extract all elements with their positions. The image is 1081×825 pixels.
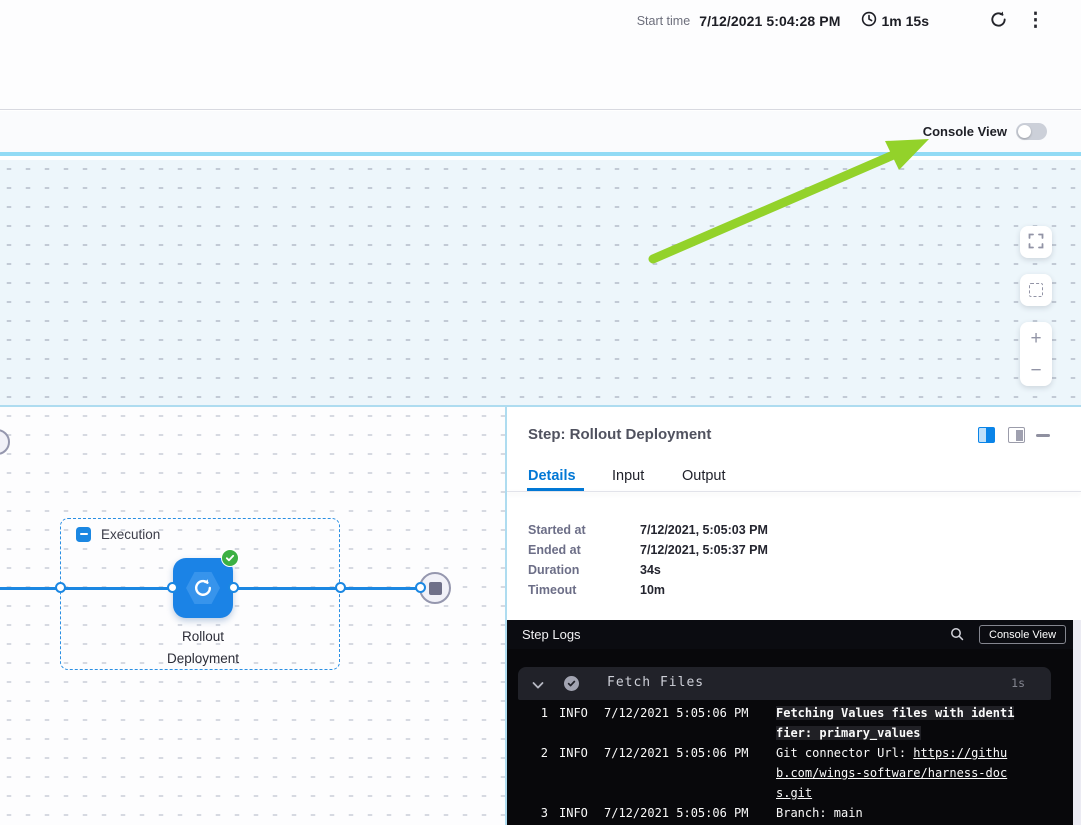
tab-input[interactable]: Input bbox=[612, 468, 645, 484]
tabs-divider bbox=[507, 491, 1081, 492]
execution-group-label: Execution bbox=[101, 527, 161, 542]
hexagon-shape bbox=[186, 572, 220, 604]
connector-dot bbox=[167, 582, 178, 593]
canvas-divider-horizontal bbox=[0, 405, 1081, 407]
log-line: 1 INFO 7/12/2021 5:05:06 PM Fetching Val… bbox=[534, 703, 1044, 743]
start-time-label: Start time bbox=[636, 14, 691, 28]
kebab-menu-icon: ⋮ bbox=[1026, 10, 1045, 31]
panel-minimize-button[interactable] bbox=[1036, 434, 1050, 437]
console-view-toggle[interactable] bbox=[1016, 123, 1047, 140]
log-message: Fetching Values files with identifier: p… bbox=[776, 706, 1015, 740]
detail-row-timeout: Timeout 10m bbox=[528, 583, 666, 597]
section-success-icon bbox=[564, 676, 579, 691]
zoom-in-button[interactable]: + bbox=[1020, 322, 1052, 354]
layout-split-right-icon[interactable] bbox=[1008, 427, 1025, 443]
connector-dot bbox=[228, 582, 239, 593]
minus-icon: − bbox=[1030, 359, 1042, 381]
log-line: 2 INFO 7/12/2021 5:05:06 PM Git connecto… bbox=[534, 743, 1044, 803]
log-section-duration: 1s bbox=[1011, 676, 1025, 690]
panel-title: Step: Rollout Deployment bbox=[528, 426, 712, 443]
success-check-icon bbox=[221, 549, 239, 567]
stage-sub-header: Console View bbox=[0, 111, 1081, 156]
tab-output[interactable]: Output bbox=[682, 468, 726, 484]
rollout-refresh-icon bbox=[192, 577, 214, 604]
pipeline-canvas-bottom[interactable] bbox=[0, 407, 506, 825]
step-logs-title: Step Logs bbox=[522, 627, 581, 642]
step-details-panel: Step: Rollout Deployment Details Input O… bbox=[507, 407, 1081, 825]
detail-row-duration: Duration 34s bbox=[528, 563, 661, 577]
log-search-button[interactable] bbox=[950, 627, 964, 644]
fullscreen-icon bbox=[1028, 233, 1044, 252]
log-lines: 1 INFO 7/12/2021 5:05:06 PM Fetching Val… bbox=[534, 703, 1044, 823]
more-options-button[interactable]: ⋮ bbox=[1026, 11, 1045, 31]
fullscreen-button[interactable] bbox=[1020, 226, 1052, 258]
stop-icon bbox=[428, 581, 442, 595]
clock-icon bbox=[861, 11, 877, 32]
git-url-link[interactable]: https://github.com/wings-software/harnes… bbox=[776, 746, 1008, 800]
console-view-toggle-label: Console View bbox=[922, 124, 1007, 139]
panel-scroll-track bbox=[1073, 620, 1081, 825]
refresh-button[interactable] bbox=[989, 10, 1008, 32]
log-section-name: Fetch Files bbox=[607, 675, 705, 690]
connector-dot bbox=[415, 582, 426, 593]
search-icon bbox=[950, 627, 964, 644]
detail-row-started: Started at 7/12/2021, 5:05:03 PM bbox=[528, 523, 768, 537]
step-logs-header: Step Logs Console View bbox=[507, 620, 1073, 649]
zoom-controls: + − bbox=[1020, 322, 1052, 386]
zoom-to-fit-button[interactable] bbox=[1020, 274, 1052, 306]
connector-dot bbox=[55, 582, 66, 593]
active-tab-underline bbox=[527, 488, 584, 491]
tab-details[interactable]: Details bbox=[528, 468, 576, 484]
chevron-down-icon[interactable] bbox=[532, 677, 544, 695]
layout-split-left-icon[interactable] bbox=[978, 427, 995, 443]
log-section-fetch-files[interactable]: Fetch Files 1s bbox=[518, 667, 1051, 700]
rollout-deployment-node[interactable] bbox=[173, 558, 233, 618]
connector-dot bbox=[335, 582, 346, 593]
log-message: Git connector Url: https://github.com/wi… bbox=[776, 746, 1008, 800]
node-label: Rollout Deployment bbox=[166, 629, 240, 666]
execution-group-box bbox=[60, 518, 340, 670]
pipeline-canvas-top[interactable] bbox=[0, 160, 1081, 406]
start-time-value: 7/12/2021 5:04:28 PM bbox=[699, 13, 841, 29]
canvas-divider-vertical bbox=[505, 407, 507, 825]
plus-icon: + bbox=[1030, 327, 1042, 349]
detail-row-ended: Ended at 7/12/2021, 5:05:37 PM bbox=[528, 543, 768, 557]
log-line: 3 INFO 7/12/2021 5:05:06 PM Branch: main bbox=[534, 803, 1044, 823]
step-logs-body: Fetch Files 1s 1 INFO 7/12/2021 5:05:06 … bbox=[507, 649, 1073, 825]
console-view-button[interactable]: Console View bbox=[979, 625, 1067, 644]
toggle-knob bbox=[1018, 125, 1031, 138]
refresh-icon bbox=[989, 10, 1008, 32]
elapsed-duration: 1m 15s bbox=[881, 13, 929, 29]
log-message: Branch: main bbox=[776, 806, 863, 820]
top-bar: Start time 7/12/2021 5:04:28 PM 1m 15s ⋮ bbox=[0, 0, 1081, 110]
execution-collapse-button[interactable] bbox=[76, 527, 91, 542]
fit-selection-icon bbox=[1029, 283, 1043, 297]
zoom-out-button[interactable]: − bbox=[1020, 354, 1052, 386]
step-details-list: Started at 7/12/2021, 5:05:03 PM Ended a… bbox=[528, 520, 768, 600]
